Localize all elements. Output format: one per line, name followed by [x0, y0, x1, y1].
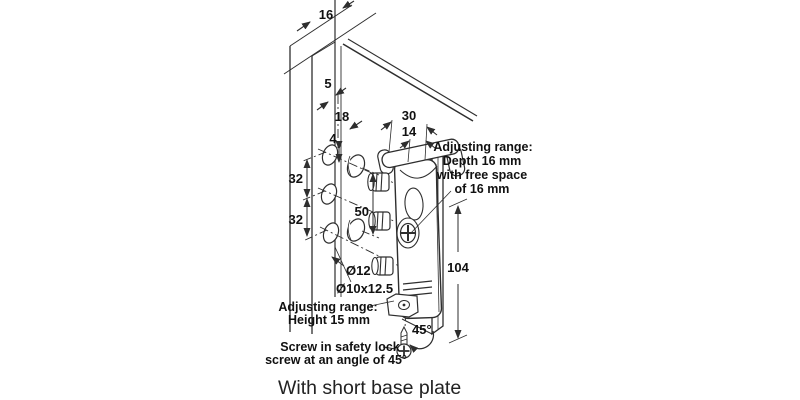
dimension-panel-thickness: 16	[296, 0, 355, 32]
dimension-hook-widths: 30 14	[380, 108, 438, 163]
dim-4-label: 4	[329, 131, 337, 146]
dim-30-label: 30	[402, 108, 416, 123]
dimension-plug-spacing: 50	[355, 167, 380, 239]
dim-dia10-label: Ø10x12.5	[336, 281, 393, 296]
diagram-caption: With short base plate	[278, 377, 461, 399]
hanger-fitting	[367, 138, 466, 320]
dim-50-label: 50	[355, 204, 369, 219]
note-depth-line4: of 16 mm	[455, 182, 510, 196]
angle-arc	[409, 330, 435, 353]
base-tab	[386, 293, 419, 318]
mounting-rail	[342, 38, 478, 122]
dim-18-label: 18	[335, 109, 349, 124]
phillips-cross-icon	[398, 345, 410, 357]
dimension-hole-plane-offset: 18	[335, 109, 363, 130]
dim-16-label: 16	[319, 7, 333, 22]
note-height-line1: Adjusting range:	[278, 300, 377, 314]
threaded-bosses	[367, 172, 394, 276]
hook	[377, 138, 466, 179]
dimension-plug-offset: 4	[329, 131, 343, 163]
dim-dia12-label: Ø12	[346, 263, 371, 278]
dimension-edge-offset: 5	[316, 76, 347, 111]
panel-drill-holes	[320, 144, 340, 244]
dim-45-label: 45°	[412, 322, 432, 337]
note-screw-line2: screw at an angle of 45°	[265, 353, 407, 367]
dim-104-label: 104	[447, 260, 469, 275]
note-height-line2: Height 15 mm	[288, 313, 370, 327]
note-depth-line2: Depth 16 mm	[443, 154, 522, 168]
dim-32-upper-label: 32	[289, 171, 303, 186]
note-screw-line1: Screw in safety lock	[280, 340, 400, 354]
dimension-hole-spacing: 32 32	[289, 151, 328, 242]
dimension-plate-height: 104	[447, 198, 470, 344]
safety-screw	[396, 325, 412, 359]
dim-14-label: 14	[402, 124, 417, 139]
dimension-diameters: Ø12 Ø10x12.5	[331, 246, 393, 296]
dim-32-lower-label: 32	[289, 212, 303, 227]
note-depth-line3: with free space	[436, 168, 527, 182]
note-depth-range: Adjusting range: Depth 16 mm with free s…	[409, 140, 533, 235]
note-safety-screw: Screw in safety lock screw at an angle o…	[265, 340, 407, 367]
note-depth-line1: Adjusting range:	[433, 140, 532, 154]
note-height-range: Adjusting range: Height 15 mm	[278, 300, 395, 327]
adjusting-screw	[396, 217, 420, 249]
dim-5-label: 5	[324, 76, 331, 91]
